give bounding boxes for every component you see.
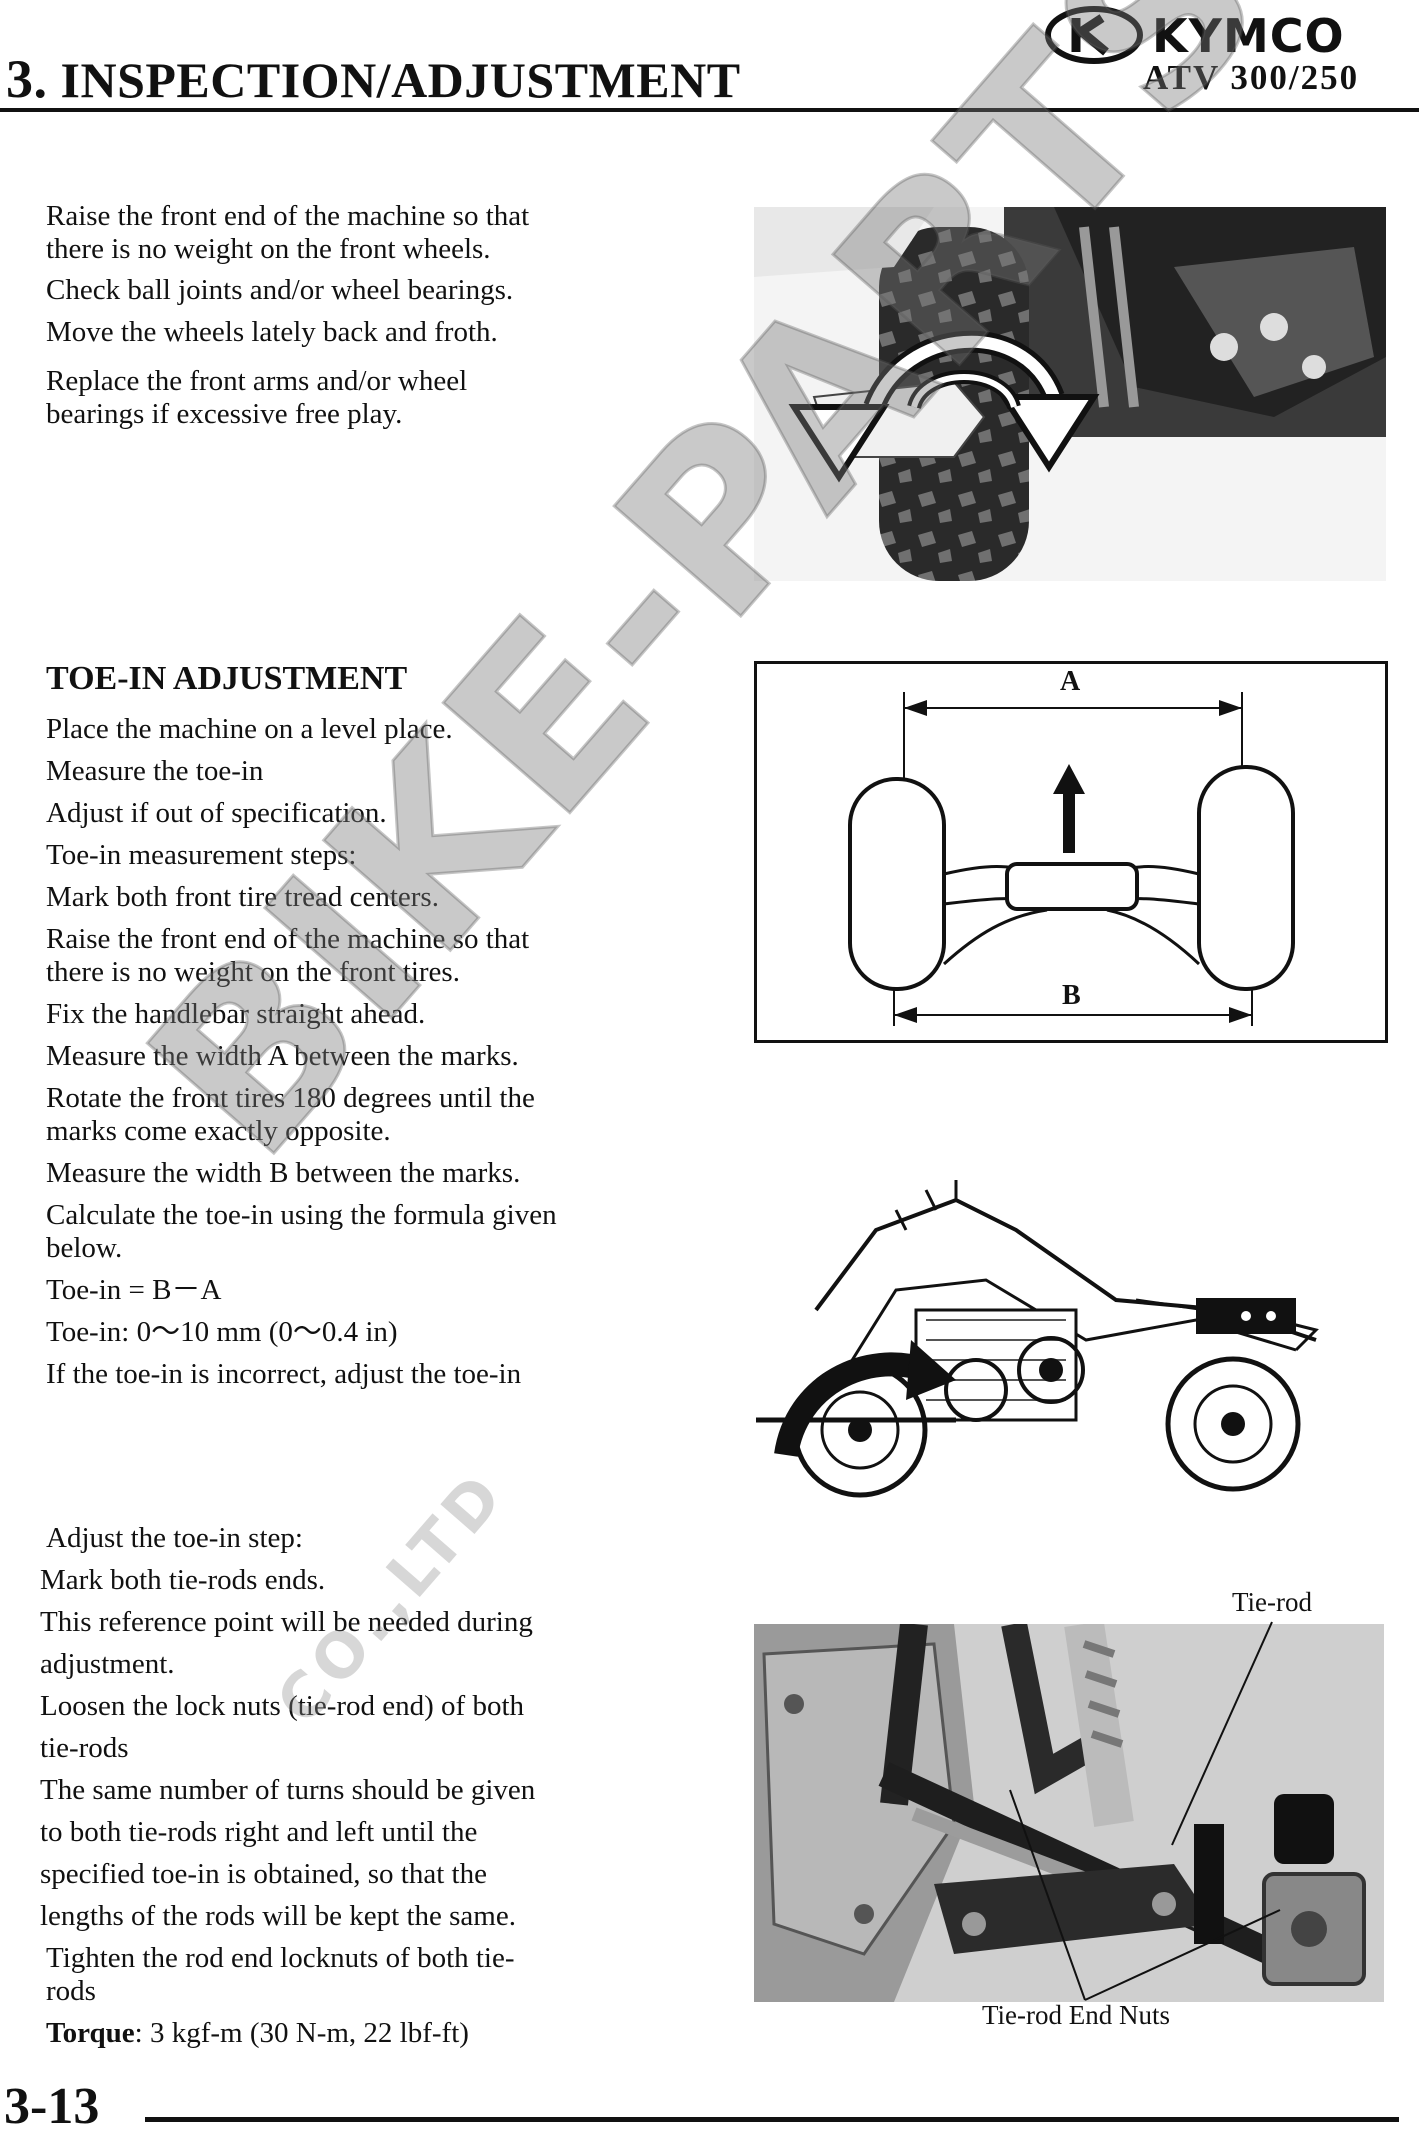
section2-text: Place the machine on a level place. Meas… [46,713,557,1391]
section1-text: Raise the front end of the machine so th… [46,200,529,431]
text-line: Rotate the front tires 180 degrees until… [46,1082,535,1114]
text-line: there is no weight on the front tires. [46,956,460,988]
text-line: below. [46,1232,123,1264]
toe-in-heading: TOE-IN ADJUSTMENT [46,660,408,697]
text-line: Adjust if out of specification. [46,797,387,829]
section3-text: Adjust the toe-in step: Mark both tie-ro… [40,1522,535,2050]
text-line: Move the wheels lately back and froth. [46,316,498,348]
tie-rod-label: Tie-rod [1232,1587,1313,1617]
page-number: 3-13 [4,2078,100,2135]
text-line: Measure the toe-in [46,755,264,787]
text-line: Toe-in: 0～10 mm (0～0.4 in) [46,1316,398,1348]
text-line: Tighten the rod end locknuts of both tie… [46,1942,515,1974]
text-line: marks come exactly opposite. [46,1115,391,1147]
text-line: The same number of turns should be given [40,1774,536,1806]
text-line: adjustment. [40,1648,175,1680]
text-line: Raise the front end of the machine so th… [46,200,530,232]
text-line: Calculate the toe-in using the formula g… [46,1199,557,1231]
text-line: specified toe-in is obtained, so that th… [40,1858,487,1890]
toe-in-diagram: A B [754,661,1388,1043]
header-rule [0,108,1419,112]
text-line: rods [46,1975,96,2007]
text-line: Loosen the lock nuts (tie-rod end) of bo… [40,1690,525,1722]
text-line: Mark both tie-rods ends. [40,1564,326,1596]
text-line: there is no weight on the front wheels. [46,233,491,265]
brand-text: KYMCO [1152,9,1345,63]
label-b: B [1062,980,1081,1011]
atv-side-view-drawing [756,1170,1336,1510]
text-line: Fix the handlebar straight ahead. [46,998,426,1030]
text-line: lengths of the rods will be kept the sam… [40,1900,516,1932]
label-a: A [1060,666,1081,697]
section-number: 3. [6,49,48,109]
text-line: Toe-in measurement steps: [46,839,357,871]
footer-rule [145,2117,1399,2122]
text-line: Replace the front arms and/or wheel [46,365,468,397]
text-line: Place the machine on a level place. [46,713,453,745]
text-line: This reference point will be needed duri… [40,1606,533,1638]
model-name: ATV 300/250 [1143,58,1360,97]
torque-value: : 3 kgf-m (30 N-m, 22 lbf-ft) [134,2017,469,2049]
text-line: Measure the width A between the marks. [46,1040,519,1072]
text-line: to both tie-rods right and left until th… [40,1816,478,1848]
text-line: Adjust the toe-in step: [46,1522,303,1554]
torque-label: Torque [46,2017,135,2049]
text-line: Raise the front end of the machine so th… [46,923,530,955]
text-line: Toe-in = B－A [46,1274,222,1306]
torque-line: Torque: 3 kgf-m (30 N-m, 22 lbf-ft) [46,2017,535,2050]
text-line: Mark both front tire tread centers. [46,881,439,913]
text-line: Check ball joints and/or wheel bearings. [46,274,514,306]
section-title: INSPECTION/ADJUSTMENT [60,52,741,108]
kymco-logo: KYMCO [1045,6,1345,64]
tie-rod-photo [754,1624,1384,2002]
text-line: bearings if excessive free play. [46,398,403,430]
tie-rod-end-nuts-label: Tie-rod End Nuts [982,2000,1171,2030]
text-line: Measure the width B between the marks. [46,1157,521,1189]
text-line: tie-rods [40,1732,129,1764]
text-line: If the toe-in is incorrect, adjust the t… [46,1358,522,1390]
front-wheel-check-photo [754,207,1386,581]
page-title: 3. INSPECTION/ADJUSTMENT [6,48,741,110]
